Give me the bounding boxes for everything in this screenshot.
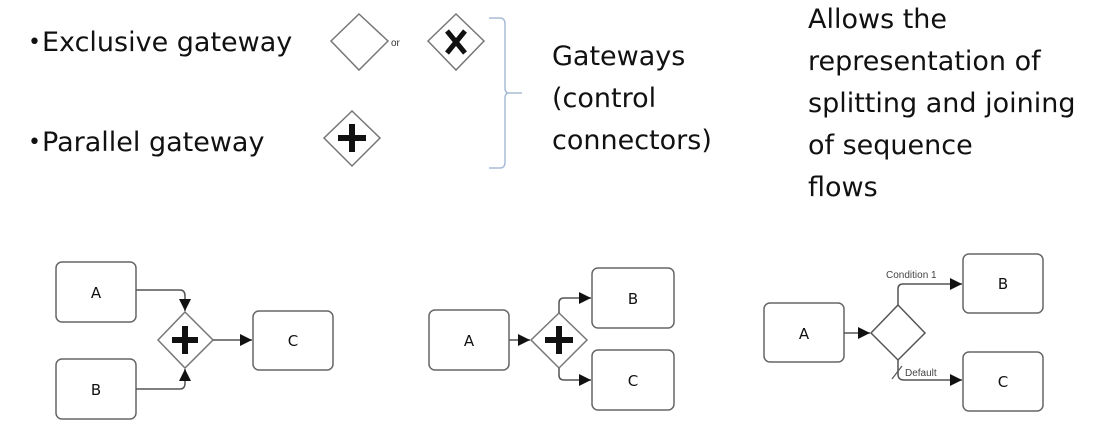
bracket-label-line: connectors) <box>552 125 712 156</box>
sequence-flow <box>558 368 591 386</box>
default-flow-slash-icon <box>891 365 903 380</box>
exclusive-gateway-icon <box>869 303 927 362</box>
task-label: B <box>628 290 638 308</box>
parallel-gateway-label: Parallel gateway <box>42 127 265 158</box>
bullet: • <box>28 30 41 55</box>
task-label: B <box>998 275 1008 293</box>
task-box <box>962 351 1044 412</box>
description-line: of sequence <box>808 130 973 161</box>
exclusive-gateway-empty-icon <box>329 12 390 72</box>
task-box <box>962 253 1044 314</box>
diagram-parallel-split: A B C <box>428 267 675 411</box>
task-label: A <box>799 325 810 343</box>
task-box <box>591 267 675 329</box>
diagram-exclusive-split: A B C Condition 1 Default <box>763 253 1044 412</box>
task-label: C <box>998 373 1008 391</box>
bullet: • <box>28 130 41 155</box>
task-box <box>55 261 137 323</box>
sequence-flow <box>136 289 191 311</box>
task-box <box>252 310 334 371</box>
sequence-flow <box>558 292 591 313</box>
bracket-label-line: (control <box>552 83 657 114</box>
exclusive-gateway-label: Exclusive gateway <box>42 27 293 58</box>
parallel-gateway-icon <box>322 109 382 168</box>
task-label: C <box>628 372 638 390</box>
curly-bracket <box>489 17 522 169</box>
task-label: A <box>91 284 102 302</box>
default-label: Default <box>905 368 937 379</box>
exclusive-gateway-x-icon <box>426 12 486 72</box>
sequence-flow <box>897 278 962 305</box>
condition-label: Condition 1 <box>886 270 937 281</box>
task-label: A <box>464 332 475 350</box>
sequence-flow <box>897 360 962 386</box>
description-line: Allows the <box>808 4 948 35</box>
task-label: B <box>91 381 101 399</box>
description-line: flows <box>808 172 878 203</box>
plus-icon <box>545 326 573 354</box>
diagram-parallel-join: A B C <box>55 261 334 420</box>
description-line: splitting and joining <box>808 88 1076 119</box>
description-line: representation of <box>808 46 1041 77</box>
task-box <box>591 349 675 411</box>
or-label: or <box>391 38 401 49</box>
task-label: C <box>288 332 298 350</box>
sequence-flow <box>136 369 191 390</box>
bracket-label-line: Gateways <box>552 41 686 72</box>
plus-icon <box>172 326 198 354</box>
